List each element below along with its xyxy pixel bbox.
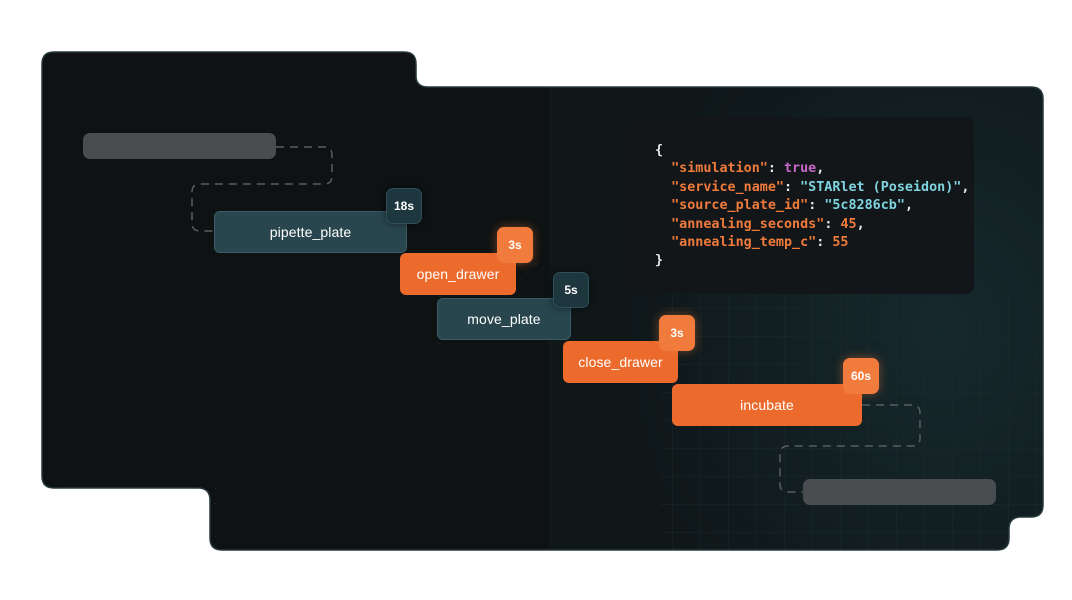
json-open-brace: {: [655, 143, 664, 158]
duration-badge-incubate: 60s: [843, 358, 879, 394]
duration-badge-pipette-plate: 18s: [386, 188, 422, 224]
task-move-plate[interactable]: move_plate: [437, 298, 571, 340]
json-line-annealing-temp: "annealing_temp_c": 55: [671, 235, 849, 251]
task-label: close_drawer: [578, 354, 663, 370]
placeholder-bar-end: [803, 479, 996, 505]
task-open-drawer[interactable]: open_drawer: [400, 253, 516, 295]
duration-badge-close-drawer: 3s: [659, 315, 695, 351]
duration-badge-move-plate: 5s: [553, 272, 589, 308]
task-label: incubate: [740, 397, 794, 413]
json-line-annealing-seconds: "annealing_seconds": 45,: [671, 216, 865, 232]
json-config-panel: { "simulation": true, "service_name": "S…: [626, 117, 974, 294]
task-pipette-plate[interactable]: pipette_plate: [214, 211, 407, 253]
duration-badge-open-drawer: 3s: [497, 227, 533, 263]
task-incubate[interactable]: incubate: [672, 384, 862, 426]
task-label: open_drawer: [416, 266, 500, 282]
connector-start: [191, 146, 333, 232]
placeholder-bar-start: [83, 133, 276, 159]
task-label: pipette_plate: [269, 224, 352, 240]
json-line-simulation: "simulation": true,: [671, 161, 825, 177]
json-line-service-name: "service_name": "STARlet (Poseidon)",: [671, 179, 970, 195]
task-close-drawer[interactable]: close_drawer: [563, 341, 678, 383]
task-label: move_plate: [467, 311, 541, 327]
connector-end: [779, 404, 921, 493]
json-line-source-plate-id: "source_plate_id": "5c8286cb",: [671, 198, 913, 214]
json-close-brace: }: [655, 253, 664, 269]
